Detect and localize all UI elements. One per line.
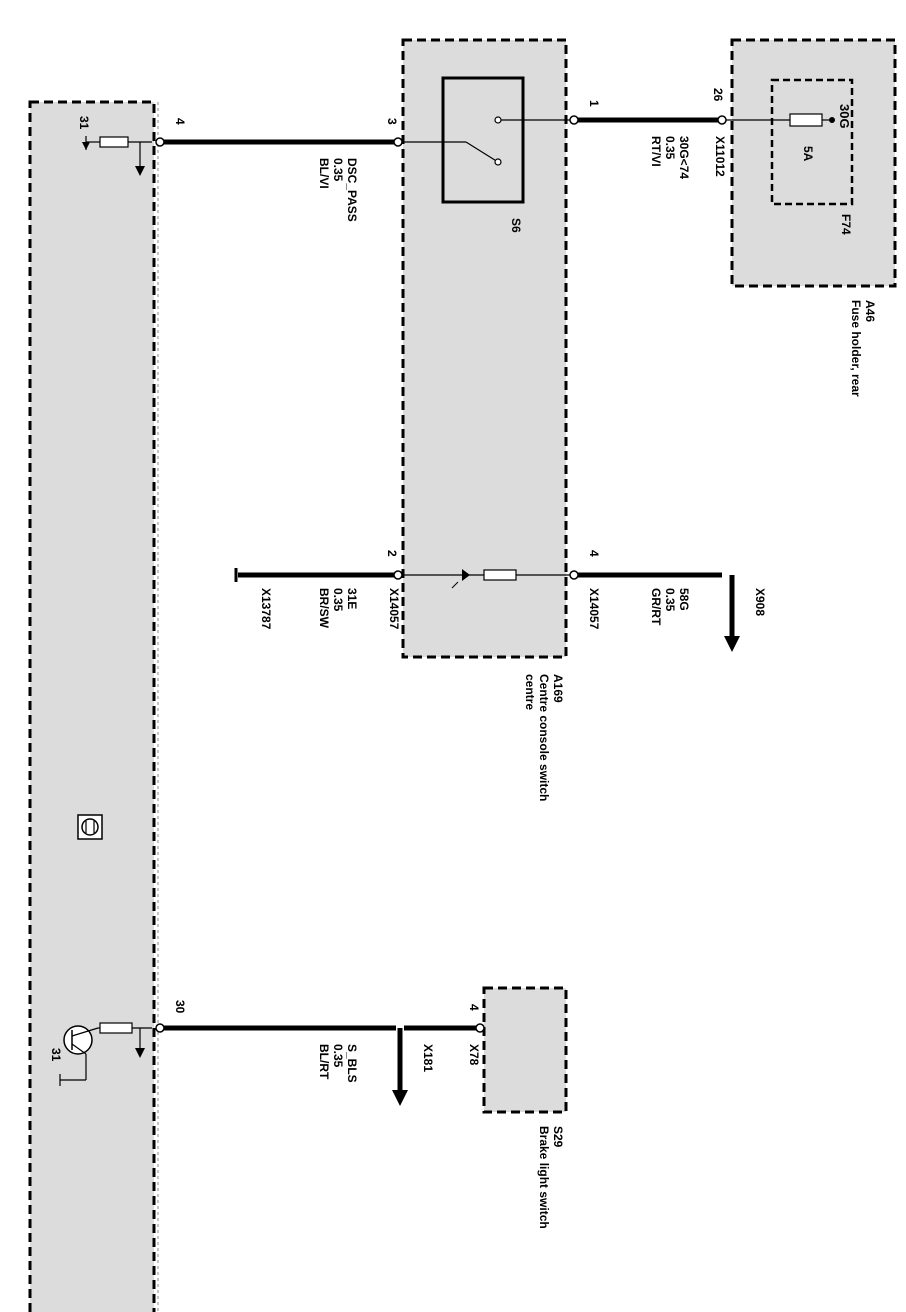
wire-lamp-supply: 4 X14057 58G 0.35 GR/RT X908 (569, 550, 767, 652)
connector-x11012: X11012 (713, 136, 727, 177)
brake-switch-id: S29 (551, 1126, 565, 1148)
switch-s6-label: S6 (509, 218, 523, 233)
wire-30g-color: RT/VI (649, 136, 663, 167)
connector-x14057-supply: X14057 (587, 588, 601, 630)
centre-console-name-2: centre (523, 674, 537, 710)
wire-sbls-signal: S_BLS (345, 1044, 359, 1083)
connector-x908: X908 (753, 588, 767, 616)
brake-switch-name: Brake light switch (537, 1126, 551, 1229)
wire-lamp-ground: 2 X14057 31E 0.35 BR/SW X13787 (234, 550, 403, 630)
centre-console-box (401, 38, 568, 659)
fuse-rating: 5A (801, 146, 815, 162)
control-unit-box (28, 100, 156, 1312)
led-icon (462, 569, 470, 581)
wire-supply-30g: 26 1 X11012 30G<74 0.35 RT/VI (569, 88, 727, 179)
ecu-ground-pin-top: 31 (77, 116, 91, 130)
pin-s6-out: 3 (385, 118, 399, 125)
connector-x181: X181 (421, 1044, 435, 1072)
pin-cc-supply: 4 (587, 550, 601, 557)
control-unit-icon (77, 814, 103, 840)
connector-x13787: X13787 (259, 588, 273, 630)
fuse-icon (789, 113, 823, 127)
fuse-holder-id: A46 (863, 300, 877, 322)
pin-s6-in: 1 (587, 100, 601, 107)
switch-s6-box (441, 76, 525, 204)
fuse-holder-box (730, 38, 897, 288)
fuse-id: F74 (839, 214, 853, 235)
fuse-terminal-30g: 30G (837, 104, 852, 129)
wire-58g-color: GR/RT (649, 588, 663, 626)
centre-console-id: A169 (551, 674, 565, 703)
brake-switch-box (482, 986, 568, 1114)
wire-brake-signal: 30 4 X78 X181 S_BLS 0.35 BL/RT (155, 1000, 485, 1106)
wire-sbls-color: BL/RT (317, 1044, 331, 1080)
brake-light-switch: S29 Brake light switch (482, 986, 568, 1229)
arrow-down-icon (392, 1090, 408, 1106)
wire-dsc-pass: 4 3 DSC_PASS 0.35 BL/VI (155, 118, 403, 222)
pin-ecu-dsc: 4 (173, 118, 187, 125)
fuse-holder-name: Fuse holder, rear (849, 300, 863, 397)
connector-x78: X78 (467, 1044, 481, 1066)
wire-dsc-signal: DSC_PASS (345, 158, 359, 222)
wire-58g-gauge: 0.35 (663, 588, 677, 612)
centre-console-name-1: Centre console switch (537, 674, 551, 801)
fuse-holder: 30G 5A F74 A46 Fuse holder, rear (724, 38, 897, 397)
pin-brake-out: 4 (467, 1004, 481, 1011)
pin-ecu-bls: 30 (173, 1000, 187, 1014)
wire-30g-signal: 30G<74 (677, 136, 691, 179)
connector-x14057-ground: X14057 (387, 588, 401, 630)
wire-58g-signal: 58G (677, 588, 691, 611)
wire-dsc-gauge: 0.35 (331, 158, 345, 182)
pin-cc-ground: 2 (385, 550, 399, 557)
fuse-f74-box (770, 78, 854, 206)
wire-31e-gauge: 0.35 (331, 588, 345, 612)
wire-30g-gauge: 0.35 (663, 136, 677, 160)
centre-console-switch: S6 A169 Centre console switch centre (400, 38, 572, 801)
ecu-ground-pin-bottom: 31 (49, 1048, 63, 1062)
wire-dsc-color: BL/VI (317, 158, 331, 189)
control-unit: 31 31 (28, 100, 159, 1312)
wire-31e-color: BR/SW (317, 588, 331, 629)
control-unit-input-dsc: 31 (77, 116, 152, 176)
control-unit-input-bls: 31 (49, 1022, 152, 1086)
arrow-down-icon (724, 636, 740, 652)
pin-fuse-out: 26 (711, 88, 725, 102)
transistor-icon (63, 1025, 93, 1055)
wire-31e-signal: 31E (345, 588, 359, 609)
wire-sbls-gauge: 0.35 (331, 1044, 345, 1068)
